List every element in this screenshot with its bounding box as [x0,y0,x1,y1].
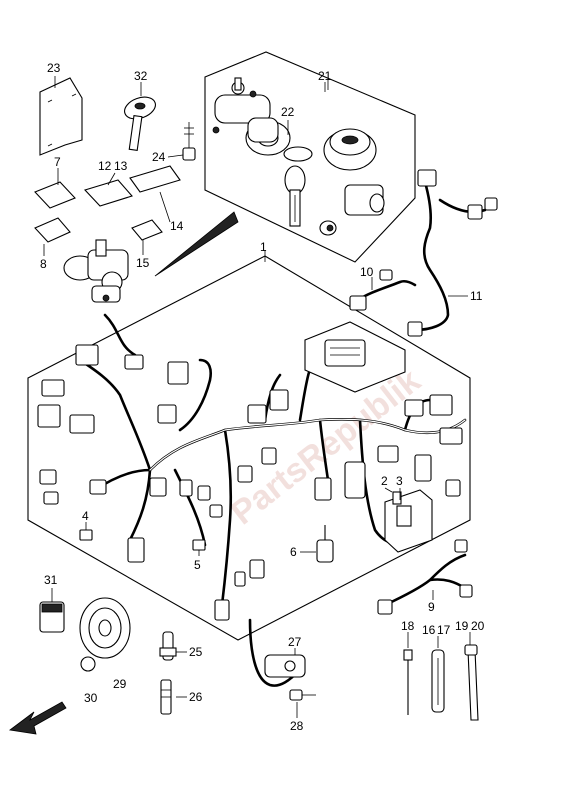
callout-6: 6 [290,545,297,559]
callout-9: 9 [428,600,435,614]
cable-tie-16-17 [431,649,445,713]
lock-key [283,146,313,227]
callout-19: 19 [455,619,469,633]
lock-cylinder [319,184,385,236]
callout-13: 13 [114,159,128,173]
front-arrow-icon [8,701,67,735]
callout-31: 31 [44,573,58,587]
ignition-switch-body [212,77,291,156]
sensor-25 [159,631,177,661]
sensor-26 [160,679,172,715]
sub-harness-10 [349,269,417,311]
callout-16: 16 [422,623,436,637]
callout-17: 17 [437,623,451,637]
clip-4 [79,529,93,541]
callout-4: 4 [82,509,89,523]
callout-30: 30 [84,691,98,705]
callout-11: 11 [470,289,483,303]
label-stickers [34,165,181,243]
seat-lock-cap [323,128,377,171]
callout-23: 23 [47,61,61,75]
callout-7: 7 [54,155,61,169]
callout-18: 18 [401,619,415,633]
callout-22: 22 [281,105,295,119]
callout-20: 20 [471,619,485,633]
callout-15: 15 [136,256,150,270]
callout-3: 3 [396,474,403,488]
harness-box-1 [27,255,471,641]
horn-29 [79,597,131,659]
leader-lines [43,76,471,718]
bracket-27 [248,618,306,687]
callout-24: 24 [152,150,166,164]
fuse-2-3 [392,491,402,505]
clip-5 [192,539,206,551]
lock-set-box [204,51,416,263]
screw-30 [80,656,96,672]
callout-25: 25 [189,645,203,659]
cable-tie-19-20 [464,644,479,721]
callout-10: 10 [360,265,374,279]
callout-27: 27 [288,635,302,649]
callout-12: 12 [98,159,112,173]
callout-1: 1 [260,240,267,254]
cable-tie-18 [403,649,413,715]
key-32 [124,96,156,151]
callout-5: 5 [194,558,201,572]
callout-21: 21 [318,69,332,83]
direction-pointer [154,211,239,277]
plate-23 [39,77,83,156]
sensor-6 [316,525,334,563]
bolt-24 [182,122,196,161]
callout-29: 29 [113,677,127,691]
relay-31 [39,601,65,633]
callout-14: 14 [170,219,184,233]
callout-28: 28 [290,719,304,733]
callout-labels: 1 2 3 4 5 6 7 8 9 10 11 12 13 14 15 16 1… [40,61,485,733]
harness-connectors [37,344,463,621]
callout-32: 32 [134,69,148,83]
callout-26: 26 [189,690,203,704]
sub-harness-11 [407,169,498,337]
junction-block [304,321,406,393]
sub-harness-9 [377,539,473,615]
callout-8: 8 [40,257,47,271]
fuse-block [384,489,433,553]
switch-assembly-8 [63,239,129,303]
bolt-28 [289,689,316,701]
callout-2: 2 [381,474,388,488]
